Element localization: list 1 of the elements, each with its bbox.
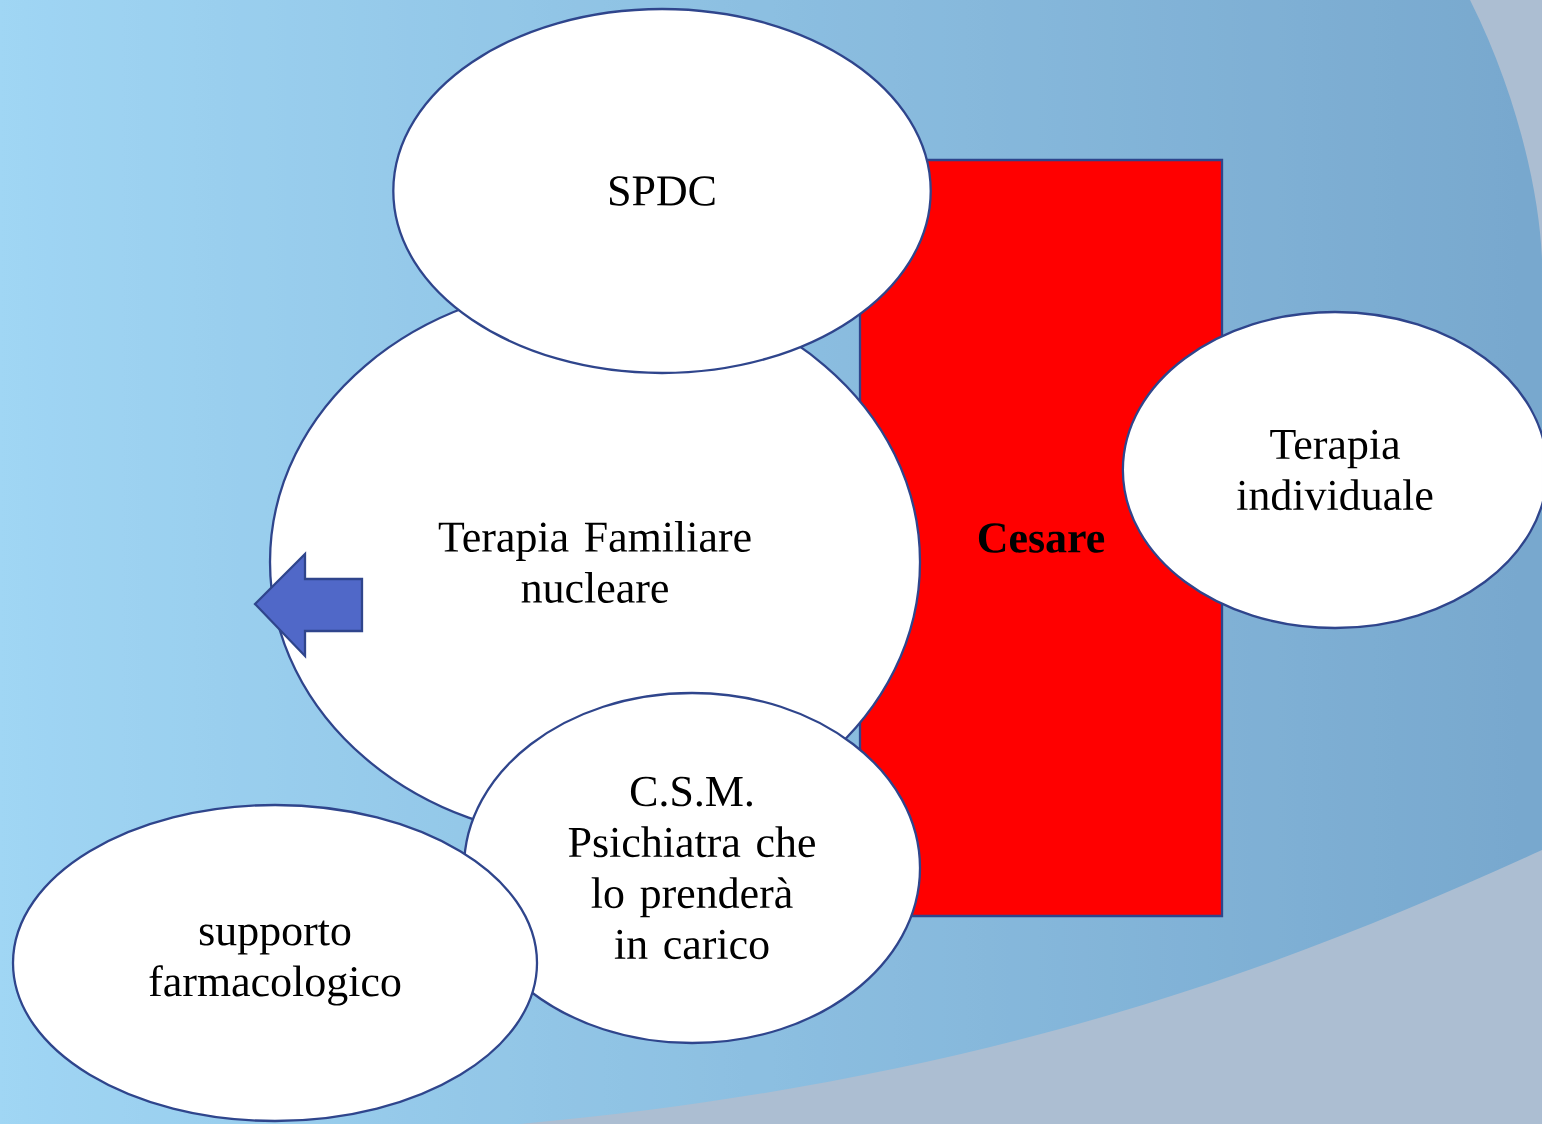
node-label: supporto farmacologico [149, 920, 401, 1006]
